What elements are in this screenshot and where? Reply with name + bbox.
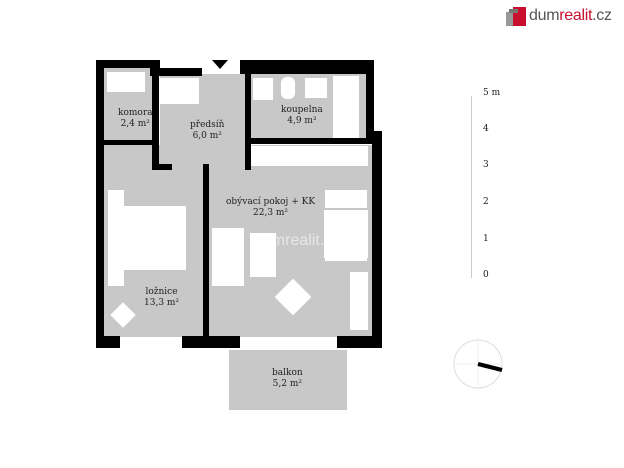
wall-bedroom-living xyxy=(203,164,209,348)
entrance-arrow-icon xyxy=(212,60,228,69)
wall-bottom-mid xyxy=(182,336,240,348)
shelf-right xyxy=(350,272,368,330)
logo-text: dumrealit.cz xyxy=(529,7,612,24)
wall-right-upper xyxy=(366,60,374,142)
watermark: dumrealit.cz xyxy=(254,232,341,249)
wall-right-bath xyxy=(351,60,374,68)
bed xyxy=(108,206,186,270)
sofa xyxy=(212,228,244,286)
logo: dumrealit.cz xyxy=(506,6,612,26)
north-arrow-icon xyxy=(453,339,503,389)
koupelna-washer xyxy=(305,78,327,98)
wall-top-mid xyxy=(150,68,202,76)
scale-1: 1 xyxy=(483,234,489,244)
wall-top-right xyxy=(240,60,374,74)
wall-bottom-left xyxy=(96,336,120,348)
scale-2: 2 xyxy=(483,197,489,207)
koupelna-sink xyxy=(253,78,273,100)
dining-chairs-bottom xyxy=(325,243,367,261)
koupelna-bathtub xyxy=(333,76,359,138)
komora-shelf xyxy=(107,72,145,92)
scale-0: 0 xyxy=(483,270,489,280)
nightstand-top xyxy=(108,190,124,206)
coffee-table xyxy=(250,233,276,277)
wall-left xyxy=(96,60,104,348)
scale-5: 5 m xyxy=(483,88,501,98)
wall-predsin-left xyxy=(152,68,159,170)
wall-predsin-bottom xyxy=(152,164,172,170)
koupelna-toilet xyxy=(281,77,295,99)
predsin-wardrobe xyxy=(157,78,199,104)
wall-komora-bottom xyxy=(96,140,158,145)
nightstand-bottom xyxy=(108,270,124,286)
wall-right-lower xyxy=(372,131,382,348)
dining-chairs-top xyxy=(325,190,367,208)
wall-top-left xyxy=(96,60,160,68)
room-balkon xyxy=(229,350,347,410)
scale-4: 4 xyxy=(483,124,489,134)
wall-bath-bottom xyxy=(245,138,372,144)
kitchen-counter xyxy=(250,146,368,166)
wall-predsin-right xyxy=(245,74,251,170)
logo-icon xyxy=(506,7,526,26)
wall-bottom-right xyxy=(337,336,382,348)
scale-3: 3 xyxy=(483,160,489,170)
